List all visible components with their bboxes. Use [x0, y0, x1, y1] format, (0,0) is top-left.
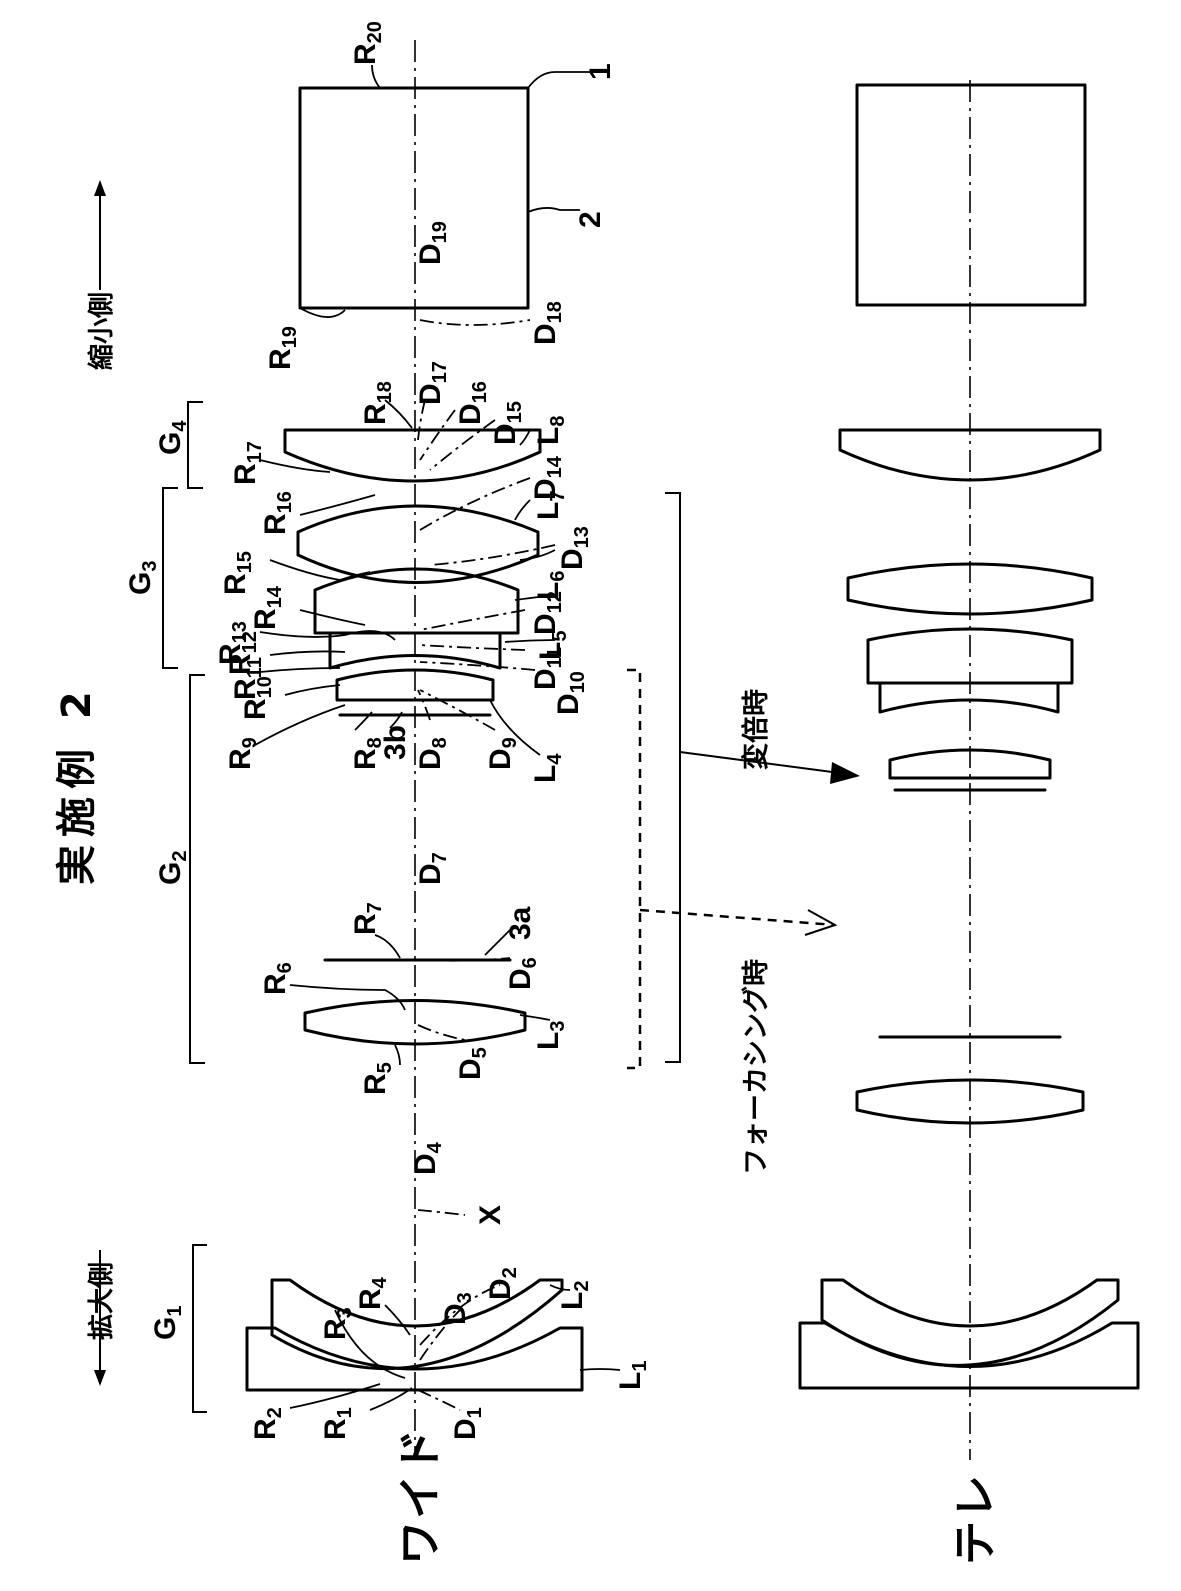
- leader-r2: [290, 1384, 380, 1408]
- leader-l2: [550, 1285, 570, 1290]
- tele-lens-l1: [800, 1323, 1138, 1388]
- leader-d9: [420, 690, 495, 730]
- bracket-g4: [188, 402, 203, 488]
- distance-label-d16: D16: [454, 381, 491, 425]
- leader-r20: [372, 65, 380, 88]
- tele-lens-l5: [880, 683, 1058, 712]
- distance-label-d14: D14: [529, 455, 566, 500]
- side-enlarge: 拡大側: [87, 1262, 117, 1340]
- leader-d12: [420, 610, 525, 630]
- leader-d18: [420, 320, 530, 325]
- arrow-focus-head: [805, 910, 835, 935]
- leader-d11: [420, 645, 525, 650]
- leader-d17: [418, 400, 425, 440]
- surface-label-r8: R8: [349, 737, 386, 770]
- distance-label-d6: D6: [504, 957, 541, 990]
- group-label-g3: G3: [124, 561, 161, 595]
- leader-r14: [300, 610, 365, 625]
- surface-label-r19: R19: [264, 326, 301, 370]
- lens-l7: [298, 506, 538, 583]
- title: 実施例 2: [54, 683, 100, 885]
- arrow-right-head: [94, 180, 106, 196]
- side-reduce: 縮小側: [86, 292, 117, 370]
- lens-label-l8: L8: [532, 416, 569, 445]
- group-label-g2: G2: [154, 851, 191, 885]
- group-label-g4: G4: [154, 420, 191, 455]
- distance-label-d19: D19: [414, 221, 451, 265]
- leader-l7: [515, 500, 530, 520]
- arrow-focus: [640, 910, 835, 925]
- marker-x: X: [474, 1205, 507, 1225]
- leader-d15: [430, 420, 495, 470]
- leader-r11: [260, 668, 340, 672]
- distance-label-d15: D15: [489, 401, 526, 445]
- distance-label-d18: D18: [529, 301, 566, 345]
- label-3a: 3a: [504, 906, 537, 940]
- zoom-label: 変倍時: [740, 689, 772, 770]
- bracket-zoom: [665, 493, 680, 1062]
- bracket-g3: [163, 488, 178, 668]
- prism-block-tele: [857, 85, 1085, 305]
- distance-label-d4: D4: [409, 1141, 446, 1175]
- surface-label-r18: R18: [359, 381, 396, 425]
- distance-label-d1: D1: [449, 1407, 486, 1440]
- lens-label-l3: L3: [532, 1021, 569, 1050]
- leader-d1: [418, 1390, 460, 1410]
- leader-r10: [285, 685, 340, 695]
- bracket-focus: [627, 670, 640, 1068]
- leader-l1: [580, 1369, 620, 1370]
- surface-label-r16: R16: [259, 491, 296, 535]
- distance-label-d2: D2: [484, 1267, 521, 1300]
- distance-label-d13: D13: [556, 526, 593, 570]
- leader-2: [528, 208, 580, 212]
- distance-label-d7: D7: [414, 852, 451, 885]
- surface-label-r9: R9: [224, 737, 261, 770]
- arrow-zoom-head: [830, 762, 860, 784]
- surface-label-r13: R13: [214, 621, 251, 665]
- distance-label-d17: D17: [414, 361, 451, 405]
- leader-r4: [385, 1305, 410, 1335]
- surface-label-r7: R7: [349, 902, 386, 935]
- leader-r12: [270, 651, 345, 655]
- label-2: 2: [574, 211, 607, 228]
- bracket-g2: [190, 675, 205, 1063]
- state-tele: テレ: [950, 1473, 1001, 1565]
- surface-label-r3: R3: [319, 1307, 356, 1340]
- surface-label-r14: R14: [249, 585, 286, 630]
- leader-r7: [375, 935, 400, 958]
- focus-label: フォーカシング時: [740, 959, 772, 1175]
- distance-label-d5: D5: [454, 1047, 491, 1080]
- leader-r5: [395, 1045, 400, 1065]
- surface-label-r20: R20: [349, 21, 386, 65]
- prism-block: [300, 88, 528, 308]
- surface-label-r4: R4: [354, 1276, 391, 1310]
- lens-label-l4: L4: [529, 753, 566, 783]
- group-label-g1: G1: [149, 1306, 186, 1340]
- distance-label-d8: D8: [414, 737, 451, 770]
- surface-label-r1: R1: [319, 1407, 356, 1440]
- label-1: 1: [584, 63, 617, 80]
- distance-label-d9: D9: [484, 737, 521, 770]
- surface-label-r15: R15: [219, 551, 256, 595]
- surface-label-r6: R6: [259, 962, 296, 995]
- bracket-g1: [193, 1245, 207, 1412]
- lens-l2: [272, 1280, 562, 1369]
- surface-label-r17: R17: [229, 441, 266, 485]
- distance-label-d3: D3: [439, 1292, 476, 1325]
- surface-label-r5: R5: [359, 1062, 396, 1095]
- arrow-left-head: [94, 1370, 106, 1386]
- lens-label-l1: L1: [614, 1361, 651, 1390]
- leader-d5: [418, 1025, 465, 1040]
- state-wide: ワイド: [395, 1427, 446, 1565]
- leader-d16: [420, 410, 455, 460]
- leader-x: [418, 1210, 465, 1215]
- surface-label-r2: R2: [249, 1407, 286, 1440]
